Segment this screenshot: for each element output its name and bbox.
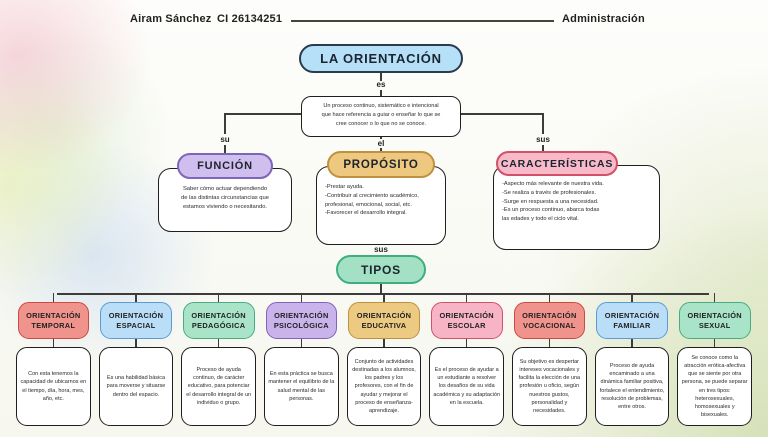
connector-proposito-bottom: [380, 148, 382, 152]
connector-root-top: [380, 73, 382, 81]
link-familiar: [631, 339, 633, 347]
connector-vocacional: [548, 293, 551, 302]
subject-label: Administración: [562, 13, 645, 25]
type-node-vocacional: ORIENTACIÓN VOCACIONAL: [513, 302, 586, 339]
type-note-psicologica: En esta práctica se busca mantener el eq…: [264, 347, 339, 426]
type-column-educativa: ORIENTACIÓN EDUCATIVA Conjunto de activi…: [346, 293, 422, 426]
author-name: Airam Sánchez: [130, 13, 212, 25]
type-column-sexual: ORIENTACIÓN SEXUAL Se conoce como la atr…: [677, 293, 753, 426]
connector-familiar: [631, 293, 633, 302]
branch-node-caracteristicas: CARACTERÍSTICAS: [496, 151, 618, 176]
type-note-pedagogica: Proceso de ayuda continuo, de carácter e…: [181, 347, 257, 426]
type-node-espacial: ORIENTACIÓN ESPACIAL: [100, 302, 172, 339]
link-psicologica: [300, 339, 303, 347]
connector-tipos-bottom: [380, 284, 382, 294]
types-bus-line: [57, 293, 709, 295]
connector-educativa: [383, 293, 385, 302]
branch-note-caracteristicas: -Aspecto más relevante de nuestra vida. …: [493, 165, 660, 250]
branch-node-proposito: PROPÓSITO: [327, 151, 435, 178]
type-column-temporal: ORIENTACIÓN TEMPORAL Con esta tenemos la…: [16, 293, 91, 426]
type-column-espacial: ORIENTACIÓN ESPACIAL Es una habilidad bá…: [98, 293, 174, 426]
type-column-vocacional: ORIENTACIÓN VOCACIONAL Su objetivo es de…: [512, 293, 587, 426]
type-node-familiar: ORIENTACIÓN FAMILIAR: [596, 302, 668, 339]
connector-label-el: el: [377, 139, 385, 148]
connector-espacial: [135, 293, 137, 302]
type-note-vocacional: Su objetivo es despertar intereses vocac…: [512, 347, 587, 426]
connector-psicologica: [300, 293, 303, 302]
type-node-educativa: ORIENTACIÓN EDUCATIVA: [348, 302, 420, 339]
type-node-pedagogica: ORIENTACIÓN PEDAGÓGICA: [182, 302, 255, 339]
node-tipos: TIPOS: [336, 255, 426, 284]
types-row: ORIENTACIÓN TEMPORAL Con esta tenemos la…: [16, 293, 753, 426]
type-note-escolar: Es el proceso de ayudar a un estudiante …: [429, 347, 505, 426]
connector-funcion-bottom: [224, 145, 226, 154]
type-note-temporal: Con esta tenemos la capacidad de ubicarn…: [16, 347, 91, 426]
link-escolar: [465, 339, 468, 347]
type-column-psicologica: ORIENTACIÓN PSICOLÓGICA En esta práctica…: [264, 293, 339, 426]
link-educativa: [383, 339, 385, 347]
type-node-psicologica: ORIENTACIÓN PSICOLÓGICA: [265, 302, 338, 339]
connector-root-bottom: [380, 90, 382, 97]
type-note-educativa: Conjunto de actividades destinadas a los…: [346, 347, 422, 426]
type-column-pedagogica: ORIENTACIÓN PEDAGÓGICA Proceso de ayuda …: [181, 293, 257, 426]
type-column-familiar: ORIENTACIÓN FAMILIAR Proceso de ayuda en…: [594, 293, 670, 426]
link-sexual: [713, 339, 716, 347]
branch-node-funcion: FUNCIÓN: [177, 153, 273, 179]
connector-caracteristicas-top: [542, 113, 544, 134]
connector-right-horizontal: [461, 113, 543, 115]
connector-caracteristicas-bottom: [542, 145, 544, 154]
type-note-sexual: Se conoce como la atracción erótica-afec…: [677, 347, 753, 426]
author-ci: CI 26134251: [217, 13, 283, 25]
connector-escolar: [465, 293, 468, 302]
connector-label-es: es: [376, 80, 386, 89]
type-node-sexual: ORIENTACIÓN SEXUAL: [678, 302, 751, 339]
definition-box: Un proceso continuo, sistemático e inten…: [301, 96, 461, 137]
type-column-escolar: ORIENTACIÓN ESCOLAR Es el proceso de ayu…: [429, 293, 505, 426]
root-node-la-orientacion: LA ORIENTACIÓN: [299, 44, 463, 73]
connector-label-su: su: [220, 135, 230, 144]
type-node-escolar: ORIENTACIÓN ESCOLAR: [430, 302, 503, 339]
connector-sexual: [713, 293, 716, 302]
link-espacial: [135, 339, 137, 347]
link-temporal: [52, 339, 55, 347]
type-note-espacial: Es una habilidad básica para moverse y s…: [98, 347, 174, 426]
connector-pedagogica: [217, 293, 220, 302]
link-pedagogica: [217, 339, 220, 347]
connector-label-sus: sus: [536, 135, 550, 144]
connector-proposito-top: [380, 137, 382, 139]
type-note-familiar: Proceso de ayuda encaminado a una dinámi…: [594, 347, 670, 426]
connector-temporal: [52, 293, 55, 302]
link-vocacional: [548, 339, 551, 347]
header-divider-line: [291, 20, 554, 22]
connector-left-horizontal: [225, 113, 301, 115]
connector-label-sus-tipos: sus: [374, 245, 388, 254]
connector-funcion-top: [224, 113, 226, 134]
type-node-temporal: ORIENTACIÓN TEMPORAL: [17, 302, 90, 339]
